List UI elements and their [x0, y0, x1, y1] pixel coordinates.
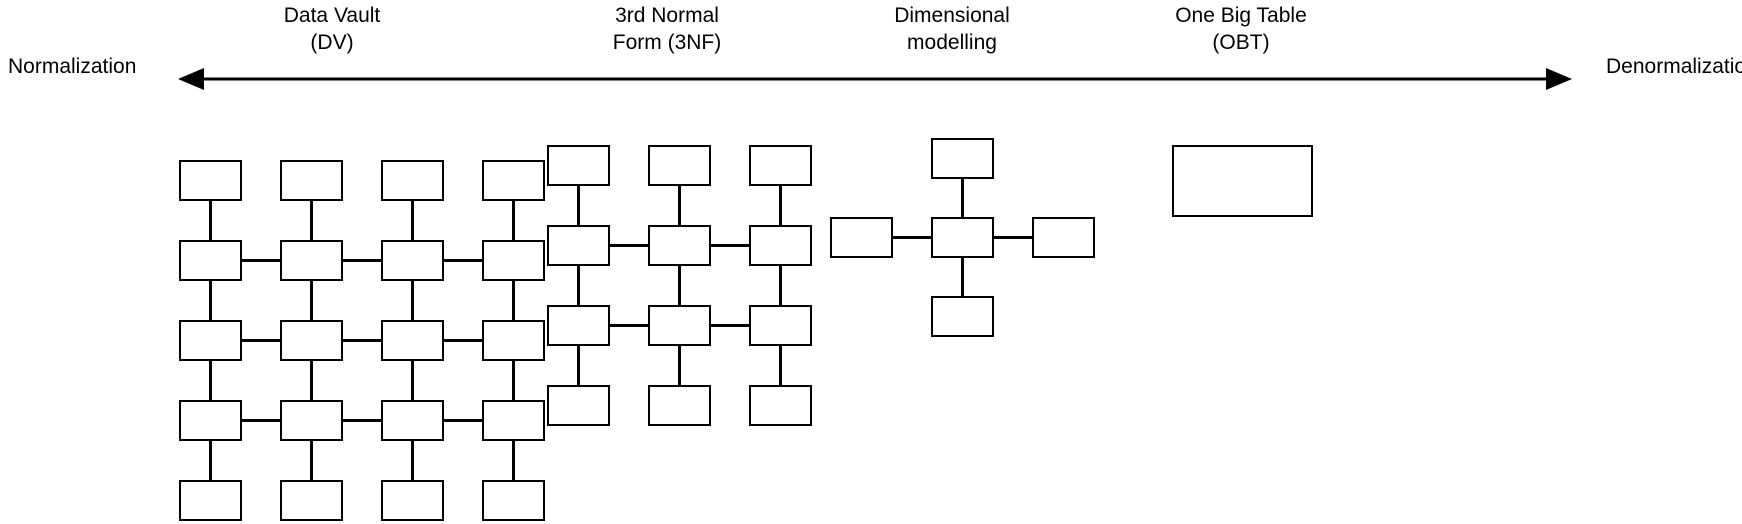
connector-vertical — [411, 201, 414, 240]
connector-vertical — [512, 201, 515, 240]
connector-horizontal — [711, 324, 749, 327]
connector-vertical — [310, 281, 313, 320]
connector-vertical — [779, 186, 782, 225]
spectrum-double-arrow — [178, 68, 1572, 90]
category-label-3nf: 3rd Normal Form (3NF) — [612, 4, 722, 54]
table-node — [482, 240, 545, 281]
table-node — [482, 400, 545, 441]
connector-vertical — [310, 201, 313, 240]
one-big-table-node — [1172, 145, 1313, 217]
connector-vertical — [209, 441, 212, 480]
table-node — [179, 240, 242, 281]
connector-vertical — [209, 361, 212, 400]
table-node — [482, 320, 545, 361]
connector-horizontal — [444, 259, 482, 262]
table-node — [547, 305, 610, 346]
table-node — [648, 305, 711, 346]
connector-horizontal — [444, 419, 482, 422]
table-node — [179, 320, 242, 361]
connector-vertical — [512, 441, 515, 480]
connector-vertical — [577, 346, 580, 385]
connector-vertical — [961, 258, 964, 296]
connector-horizontal — [610, 324, 648, 327]
table-node — [280, 240, 343, 281]
connector-horizontal — [711, 244, 749, 247]
connector-horizontal — [242, 339, 280, 342]
table-node — [749, 145, 812, 186]
connector-vertical — [310, 441, 313, 480]
category-label-data-vault: Data Vault (DV) — [283, 4, 381, 54]
table-node — [547, 145, 610, 186]
connector-vertical — [310, 361, 313, 400]
connector-horizontal — [343, 339, 381, 342]
connector-horizontal — [343, 419, 381, 422]
table-node — [179, 480, 242, 521]
category-label-obt: One Big Table (OBT) — [1175, 4, 1307, 54]
dimension-table-right — [1032, 217, 1095, 258]
connector-vertical — [678, 346, 681, 385]
connector-horizontal — [343, 259, 381, 262]
table-node — [749, 225, 812, 266]
table-node — [648, 385, 711, 426]
connector-vertical — [411, 441, 414, 480]
table-node — [280, 480, 343, 521]
table-node — [381, 320, 444, 361]
category-label-dimensional-modelling: Dimensional modelling — [894, 4, 1010, 54]
connector-vertical — [209, 281, 212, 320]
axis-label-normalization: Normalization — [8, 55, 137, 78]
table-node — [280, 400, 343, 441]
table-node — [179, 160, 242, 201]
connector-vertical — [961, 179, 964, 217]
table-node — [482, 160, 545, 201]
connector-horizontal — [242, 259, 280, 262]
connector-vertical — [678, 186, 681, 225]
connector-horizontal — [994, 236, 1032, 239]
table-node — [381, 480, 444, 521]
table-node — [482, 480, 545, 521]
axis-label-denormalization: Denormalization — [1606, 55, 1742, 78]
table-node — [749, 385, 812, 426]
table-node — [547, 385, 610, 426]
connector-vertical — [779, 346, 782, 385]
table-node — [749, 305, 812, 346]
table-node — [381, 400, 444, 441]
connector-horizontal — [893, 236, 931, 239]
connector-vertical — [512, 361, 515, 400]
table-node — [547, 225, 610, 266]
connector-vertical — [512, 281, 515, 320]
connector-horizontal — [242, 419, 280, 422]
table-node — [381, 240, 444, 281]
connector-vertical — [678, 266, 681, 305]
connector-vertical — [577, 186, 580, 225]
connector-vertical — [209, 201, 212, 240]
table-node — [280, 160, 343, 201]
connector-horizontal — [610, 244, 648, 247]
connector-vertical — [577, 266, 580, 305]
connector-horizontal — [444, 339, 482, 342]
table-node — [648, 225, 711, 266]
connector-vertical — [411, 361, 414, 400]
connector-vertical — [779, 266, 782, 305]
table-node — [648, 145, 711, 186]
table-node — [381, 160, 444, 201]
dimension-table-left — [830, 217, 893, 258]
dimension-table-bottom — [931, 296, 994, 337]
dimension-table-top — [931, 138, 994, 179]
connector-vertical — [411, 281, 414, 320]
fact-table-center — [931, 217, 994, 258]
table-node — [280, 320, 343, 361]
table-node — [179, 400, 242, 441]
